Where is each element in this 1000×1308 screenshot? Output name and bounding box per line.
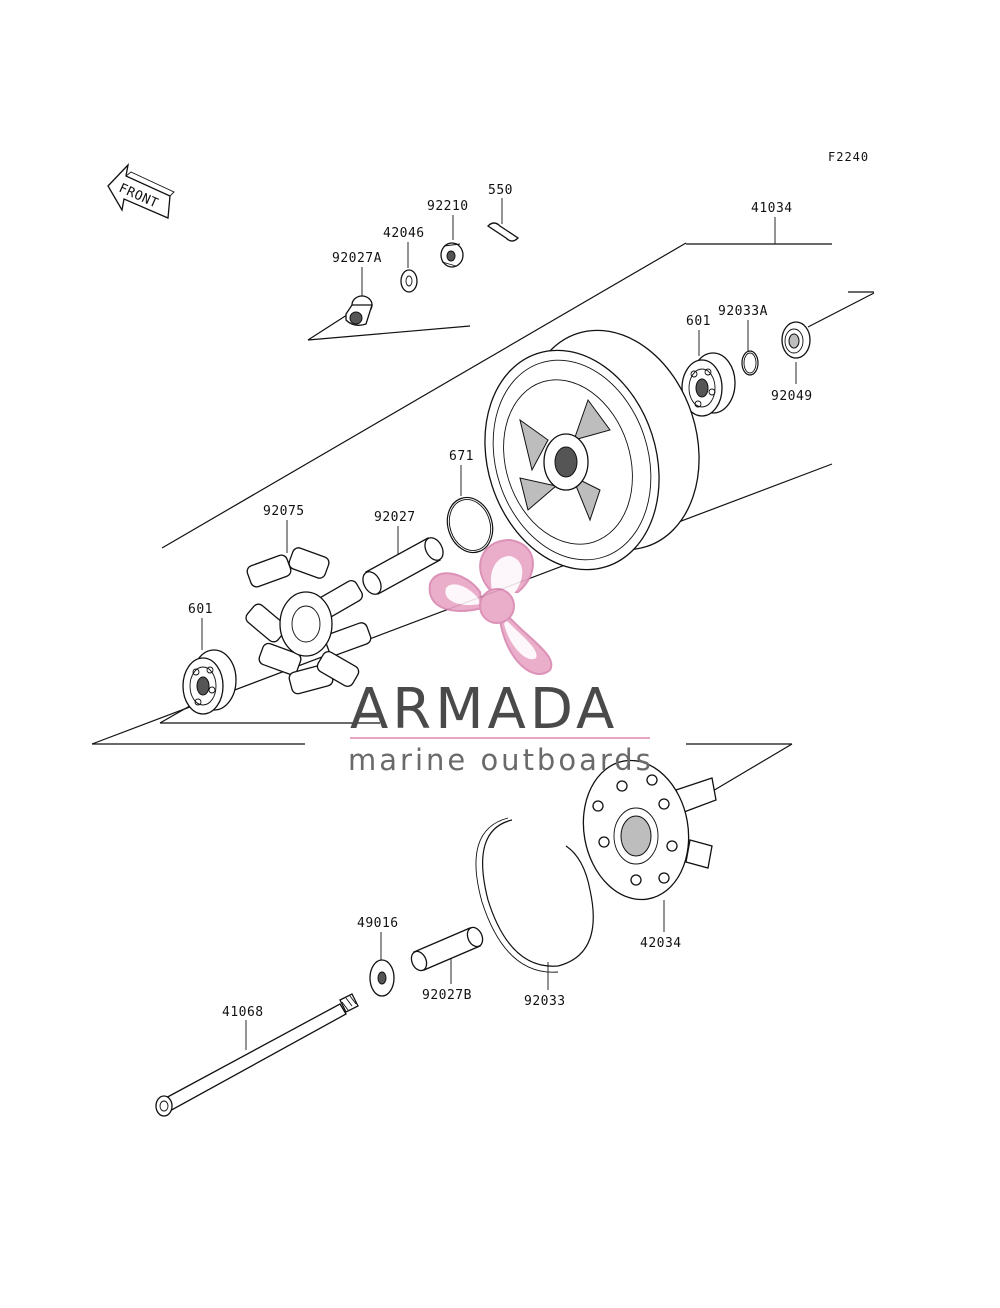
castle-nut-92210 [440,242,464,268]
label-601-right: 601 [686,314,711,329]
watermark-brand: ARMADA [350,677,618,742]
diagram-code: F2240 [828,150,869,164]
label-92049: 92049 [771,389,813,404]
part-labels: 550 92210 42046 92027A 41034 601 92033A … [188,183,813,1020]
o-ring-671 [446,496,494,554]
seal-92049 [781,321,811,359]
collar-92027 [362,537,444,595]
label-49016: 49016 [357,916,399,931]
label-92027: 92027 [374,510,416,525]
damper-92075 [245,547,372,695]
watermark: ARMADA marine outboards [348,538,654,777]
label-41068: 41068 [222,1005,264,1020]
label-42046: 42046 [383,226,425,241]
axle-41068 [155,993,359,1117]
bearing-601-right [681,352,736,417]
label-92027A: 92027A [332,251,382,266]
rear-wheel-hub-41034 [484,329,700,571]
label-41034: 41034 [751,201,793,216]
label-92033: 92033 [524,994,566,1009]
front-arrow-icon: FRONT [107,162,175,219]
label-42034: 42034 [640,936,682,951]
collar-92027A [345,295,373,326]
cotter-pin-550 [486,222,520,242]
circlip-92033 [475,817,594,973]
coupling-42034 [582,759,717,901]
circlip-92033A [741,350,759,376]
label-92075: 92075 [263,504,305,519]
propeller-logo-icon [428,538,553,676]
label-92027B: 92027B [422,988,472,1003]
washer-49016 [369,959,395,997]
label-671: 671 [449,449,474,464]
label-601-left: 601 [188,602,213,617]
bearing-601-left [182,649,237,715]
watermark-tagline: marine outboards [348,743,654,777]
label-550: 550 [488,183,513,198]
label-92210: 92210 [427,199,469,214]
collar-92027B [410,926,484,972]
washer-42046 [400,269,418,293]
label-92033A: 92033A [718,304,768,319]
